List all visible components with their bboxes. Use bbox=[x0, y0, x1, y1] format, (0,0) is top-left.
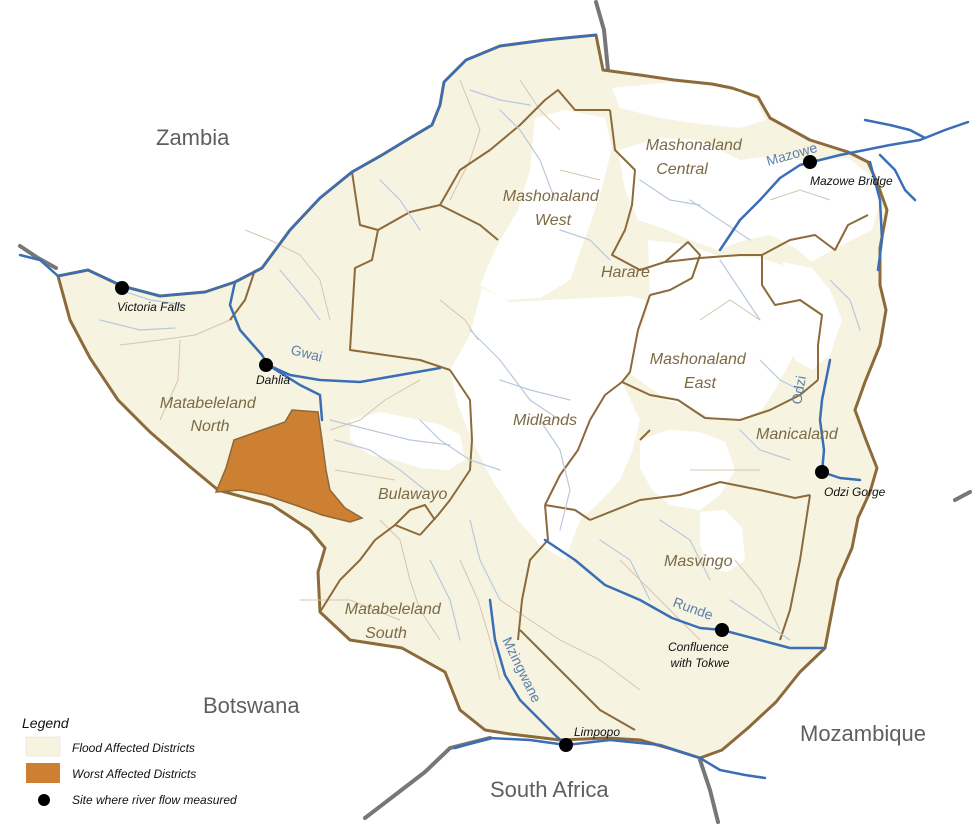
province-label-mashonaland-east: Mashonaland East bbox=[650, 351, 751, 392]
unaffected-districts bbox=[350, 82, 880, 572]
country-labels: Zambia Botswana South Africa Mozambique bbox=[156, 125, 926, 802]
major-rivers bbox=[18, 33, 970, 780]
site-label-confluence-tokwe: Confluence with Tokwe bbox=[668, 640, 732, 670]
site-label-victoria-falls: Victoria Falls bbox=[117, 300, 185, 314]
province-label-matabeleland-south: Matabeleland South bbox=[345, 601, 446, 642]
legend-swatch-flood-affected bbox=[25, 736, 61, 757]
site-label-dahlia: Dahlia bbox=[256, 373, 290, 387]
site-marker-mazowe-bridge bbox=[803, 155, 817, 169]
site-label-odzi-gorge: Odzi Gorge bbox=[824, 485, 886, 499]
province-label-manicaland: Manicaland bbox=[756, 426, 839, 443]
country-label-zambia: Zambia bbox=[156, 125, 230, 150]
province-label-bulawayo: Bulawayo bbox=[378, 486, 447, 503]
legend-title: Legend bbox=[22, 715, 70, 731]
legend-label-worst-affected: Worst Affected Districts bbox=[72, 767, 196, 781]
site-marker-confluence-tokwe bbox=[715, 623, 729, 637]
site-label-mazowe-bridge: Mazowe Bridge bbox=[810, 174, 893, 188]
streams bbox=[99, 89, 861, 641]
province-label-masvingo: Masvingo bbox=[664, 553, 733, 570]
site-marker-limpopo bbox=[559, 738, 573, 752]
river-label-gwai: Gwai bbox=[289, 341, 324, 364]
province-borders bbox=[229, 34, 869, 731]
river-label-odzi: Odzi bbox=[788, 374, 809, 405]
province-label-harare: Harare bbox=[601, 264, 650, 281]
odzi-river bbox=[818, 358, 862, 482]
mzingwane-river bbox=[488, 598, 568, 747]
province-label-matabeleland-north: Matabeleland North bbox=[160, 395, 261, 435]
country-label-south-africa: South Africa bbox=[490, 777, 609, 802]
province-label-mashonaland-west: Mashonaland West bbox=[503, 188, 604, 229]
legend-label-flood-affected: Flood Affected Districts bbox=[72, 741, 195, 755]
province-label-midlands: Midlands bbox=[513, 412, 577, 429]
zambezi-river bbox=[18, 33, 598, 298]
outside-borders bbox=[18, 0, 972, 824]
legend-swatch-worst-affected bbox=[26, 763, 60, 783]
site-marker-dahlia bbox=[259, 358, 273, 372]
site-marker-victoria-falls bbox=[115, 281, 129, 295]
worst-affected-district bbox=[214, 409, 364, 523]
province-label-mashonaland-central: Mashonaland Central bbox=[646, 137, 747, 178]
site-label-limpopo: Limpopo bbox=[574, 725, 620, 739]
legend-label-site-measured: Site where river flow measured bbox=[72, 793, 237, 807]
runde-river bbox=[543, 538, 827, 650]
country-label-botswana: Botswana bbox=[203, 693, 300, 718]
province-labels: Mashonaland Central Mashonaland West Har… bbox=[160, 137, 839, 642]
legend-site-marker bbox=[38, 794, 50, 806]
site-marker-odzi-gorge bbox=[815, 465, 829, 479]
measurement-sites: Mazowe Bridge Victoria Falls Dahlia Odzi… bbox=[115, 155, 893, 752]
gwai-river bbox=[228, 280, 442, 384]
country-label-mozambique: Mozambique bbox=[800, 721, 926, 746]
legend: Legend Flood Affected Districts Worst Af… bbox=[22, 715, 237, 807]
